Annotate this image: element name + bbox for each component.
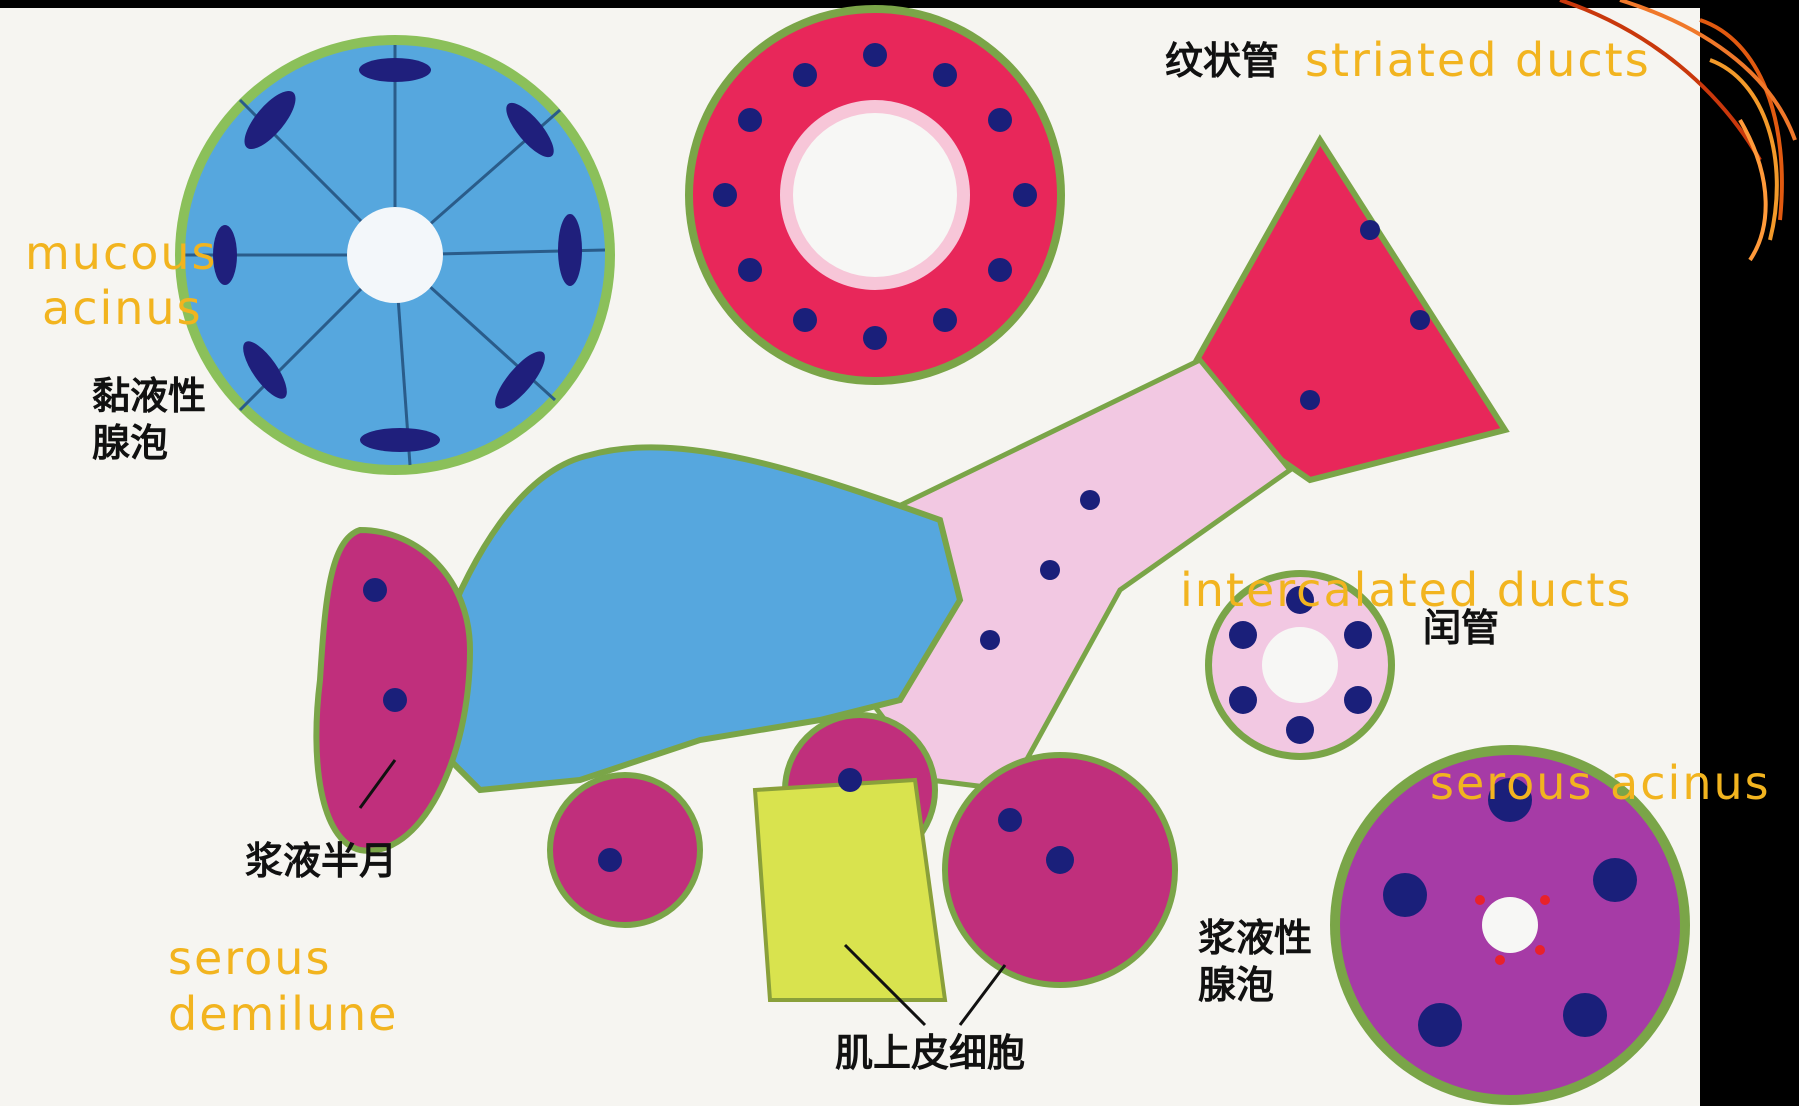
striated-duct-drawing: [685, 5, 1065, 385]
label-serous-demilune-cn: 浆液半月: [245, 838, 397, 884]
label-mucous-acinus-cn-line2: 腺泡: [92, 420, 168, 466]
mucous-acinus-drawing: [175, 35, 615, 475]
label-intercalated-ducts-cn: 闰管: [1423, 605, 1499, 651]
label-serous-demilune-en-line1: serous: [168, 930, 331, 986]
label-serous-demilune-en-line2: demilune: [168, 986, 398, 1042]
label-mucous-acinus-en-line2: acinus: [42, 280, 203, 336]
label-serous-acinus-en: serous acinus: [1430, 755, 1771, 811]
label-serous-acinus-cn-line1: 浆液性: [1198, 915, 1312, 961]
label-mucous-acinus-en-line1: mucous: [25, 225, 218, 281]
label-mucous-acinus-cn-line1: 黏液性: [92, 373, 206, 419]
label-serous-acinus-cn-line2: 腺泡: [1198, 962, 1274, 1008]
label-myoepithelial-cell-cn: 肌上皮细胞: [835, 1030, 1025, 1076]
label-striated-ducts-cn: 纹状管: [1165, 38, 1279, 84]
label-intercalated-ducts-en: intercalated ducts: [1180, 562, 1632, 618]
label-striated-ducts-en: striated ducts: [1305, 32, 1651, 88]
